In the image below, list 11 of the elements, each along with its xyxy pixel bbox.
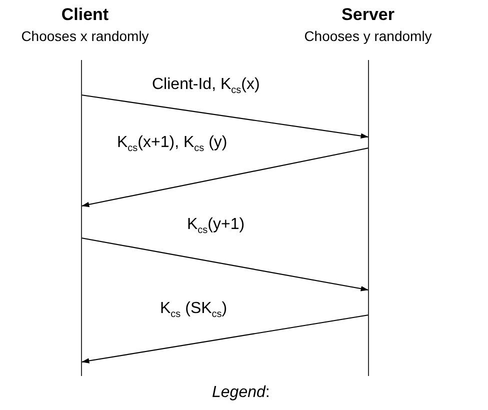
lifeline [81,60,82,376]
message-arrow [81,314,369,364]
message-arrow [81,147,369,208]
participant-title: Server [342,5,394,25]
participant-note: Chooses y randomly [304,28,432,44]
participant-note: Chooses x randomly [21,28,149,44]
participant-title: Client [61,5,109,25]
message-arrow [81,237,369,292]
message-arrow [81,94,369,139]
legend-heading: Legend: [212,384,270,402]
lifeline [368,60,369,376]
